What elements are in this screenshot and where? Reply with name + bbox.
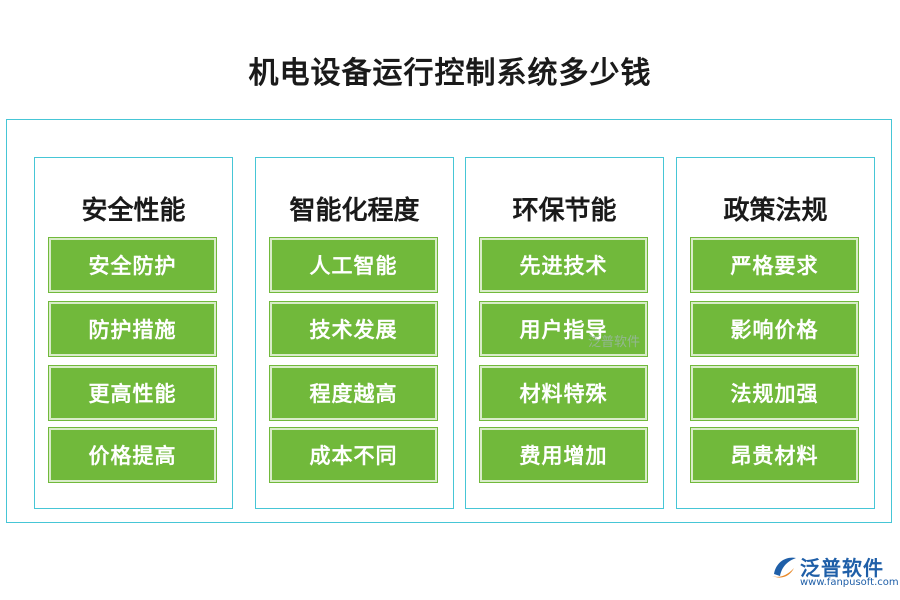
- column-safety: 安全性能 安全防护 防护措施 更高性能 价格提高: [34, 157, 233, 509]
- outer-frame: [6, 119, 892, 523]
- item-box: 防护措施: [48, 301, 217, 357]
- item-box: 严格要求: [690, 237, 859, 293]
- item-box: 昂贵材料: [690, 427, 859, 483]
- brand-name: 泛普软件: [800, 556, 884, 580]
- column-eco: 环保节能 先进技术 用户指导 材料特殊 费用增加: [465, 157, 664, 509]
- column-heading: 智能化程度: [289, 196, 420, 226]
- brand-url: www.fanpusoft.com: [800, 577, 899, 588]
- item-box: 先进技术: [479, 237, 648, 293]
- item-box: 更高性能: [48, 365, 217, 421]
- item-box: 安全防护: [48, 237, 217, 293]
- item-box: 用户指导: [479, 301, 648, 357]
- column-intelligence: 智能化程度 人工智能 技术发展 程度越高 成本不同: [255, 157, 454, 509]
- item-box: 法规加强: [690, 365, 859, 421]
- item-box: 材料特殊: [479, 365, 648, 421]
- brand-logo: 泛普软件 www.fanpusoft.com: [770, 552, 899, 594]
- item-box: 人工智能: [269, 237, 438, 293]
- column-heading: 环保节能: [512, 196, 617, 226]
- item-box: 影响价格: [690, 301, 859, 357]
- column-policy: 政策法规 严格要求 影响价格 法规加强 昂贵材料: [676, 157, 875, 509]
- diagram-title: 机电设备运行控制系统多少钱: [248, 56, 652, 91]
- item-box: 技术发展: [269, 301, 438, 357]
- column-heading: 安全性能: [81, 196, 186, 226]
- item-box: 程度越高: [269, 365, 438, 421]
- item-box: 成本不同: [269, 427, 438, 483]
- column-heading: 政策法规: [723, 196, 828, 226]
- brand-logo-icon: [772, 557, 796, 578]
- item-box: 价格提高: [48, 427, 217, 483]
- watermark-text: 泛普软件: [588, 335, 641, 350]
- item-box: 费用增加: [479, 427, 648, 483]
